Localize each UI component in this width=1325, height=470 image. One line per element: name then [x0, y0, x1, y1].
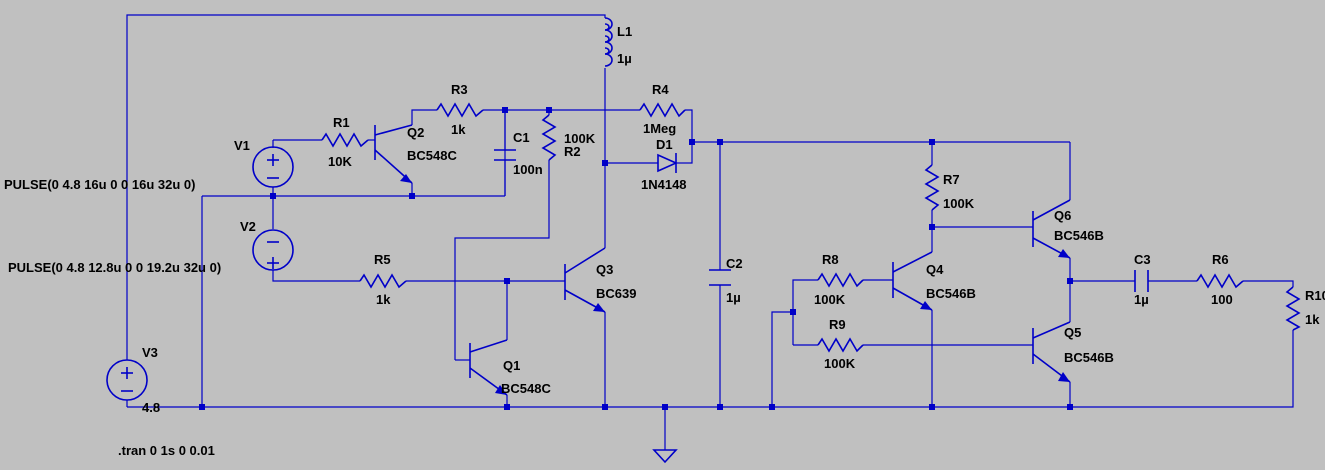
r9-value: 100K [824, 356, 856, 371]
v1-label: V1 [234, 138, 250, 153]
r10-resistor[interactable] [1285, 286, 1301, 331]
d1-label: D1 [656, 137, 673, 152]
r3-label: R3 [451, 82, 468, 97]
q4-label: Q4 [926, 262, 944, 277]
c3-value: 1µ [1134, 292, 1149, 307]
junctions [199, 107, 1073, 410]
r9-resistor[interactable] [817, 337, 864, 353]
r9-label: R9 [829, 317, 846, 332]
q5-label: Q5 [1064, 325, 1081, 340]
component-labels: V1 V2 V3 4.8 PULSE(0 4.8 16u 0 0 16u 32u… [4, 24, 1325, 458]
q5-transistor[interactable] [1032, 321, 1071, 383]
c1-label: C1 [513, 130, 530, 145]
r4-resistor[interactable] [639, 102, 686, 118]
c2-value: 1µ [726, 290, 741, 305]
r4-value: 1Meg [643, 121, 676, 136]
q1-model: BC548C [501, 381, 551, 396]
q6-model: BC546B [1054, 228, 1104, 243]
c2-capacitor[interactable] [709, 269, 731, 286]
d1-diode[interactable] [657, 153, 690, 173]
q1-transistor[interactable] [469, 339, 508, 396]
l1-label: L1 [617, 24, 632, 39]
r6-resistor[interactable] [1196, 273, 1244, 289]
v2-source[interactable] [252, 229, 294, 271]
q4-transistor[interactable] [892, 251, 933, 311]
r6-value: 100 [1211, 292, 1233, 307]
tran-directive: .tran 0 1s 0 0.01 [118, 443, 215, 458]
v1-pulse-label: PULSE(0 4.8 16u 0 0 16u 32u 0) [4, 177, 195, 192]
r1-resistor[interactable] [321, 132, 369, 148]
c2-label: C2 [726, 256, 743, 271]
l1-inductor[interactable] [604, 17, 613, 67]
r10-label: R10 [1305, 288, 1325, 303]
d1-model: 1N4148 [641, 177, 687, 192]
ground-symbol [652, 449, 678, 464]
r3-value: 1k [451, 122, 466, 137]
r8-resistor[interactable] [817, 272, 864, 288]
r3-resistor[interactable] [436, 102, 484, 118]
r7-value: 100K [943, 196, 975, 211]
r6-label: R6 [1212, 252, 1229, 267]
q2-transistor[interactable] [374, 124, 413, 184]
r7-label: R7 [943, 172, 960, 187]
q6-label: Q6 [1054, 208, 1071, 223]
r2-resistor[interactable] [541, 114, 557, 161]
q3-transistor[interactable] [564, 247, 606, 313]
r1-value: 10K [328, 154, 352, 169]
q5-model: BC546B [1064, 350, 1114, 365]
q4-model: BC546B [926, 286, 976, 301]
v2-label: V2 [240, 219, 256, 234]
r7-resistor[interactable] [924, 164, 940, 211]
v1-source[interactable] [252, 146, 294, 188]
r2-label: R2 [564, 144, 581, 159]
v3-value: 4.8 [142, 400, 160, 415]
q2-label: Q2 [407, 125, 424, 140]
q3-label: Q3 [596, 262, 613, 277]
r8-value: 100K [814, 292, 846, 307]
v3-source[interactable] [106, 359, 148, 401]
r5-resistor[interactable] [359, 273, 407, 289]
q6-transistor[interactable] [1032, 199, 1071, 259]
c1-value: 100n [513, 162, 543, 177]
q3-model: BC639 [596, 286, 636, 301]
r10-value: 1k [1305, 312, 1320, 327]
r8-label: R8 [822, 252, 839, 267]
v2-pulse-label: PULSE(0 4.8 12.8u 0 0 19.2u 32u 0) [8, 260, 221, 275]
c3-capacitor[interactable] [1134, 270, 1149, 292]
wires [126, 14, 1294, 450]
r5-label: R5 [374, 252, 391, 267]
q1-label: Q1 [503, 358, 520, 373]
c1-capacitor[interactable] [494, 149, 516, 161]
q2-model: BC548C [407, 148, 457, 163]
r1-label: R1 [333, 115, 350, 130]
r2-value: 100K [564, 131, 596, 146]
c3-label: C3 [1134, 252, 1151, 267]
r5-value: 1k [376, 292, 391, 307]
l1-value: 1µ [617, 51, 632, 66]
r4-label: R4 [652, 82, 669, 97]
v3-label: V3 [142, 345, 158, 360]
